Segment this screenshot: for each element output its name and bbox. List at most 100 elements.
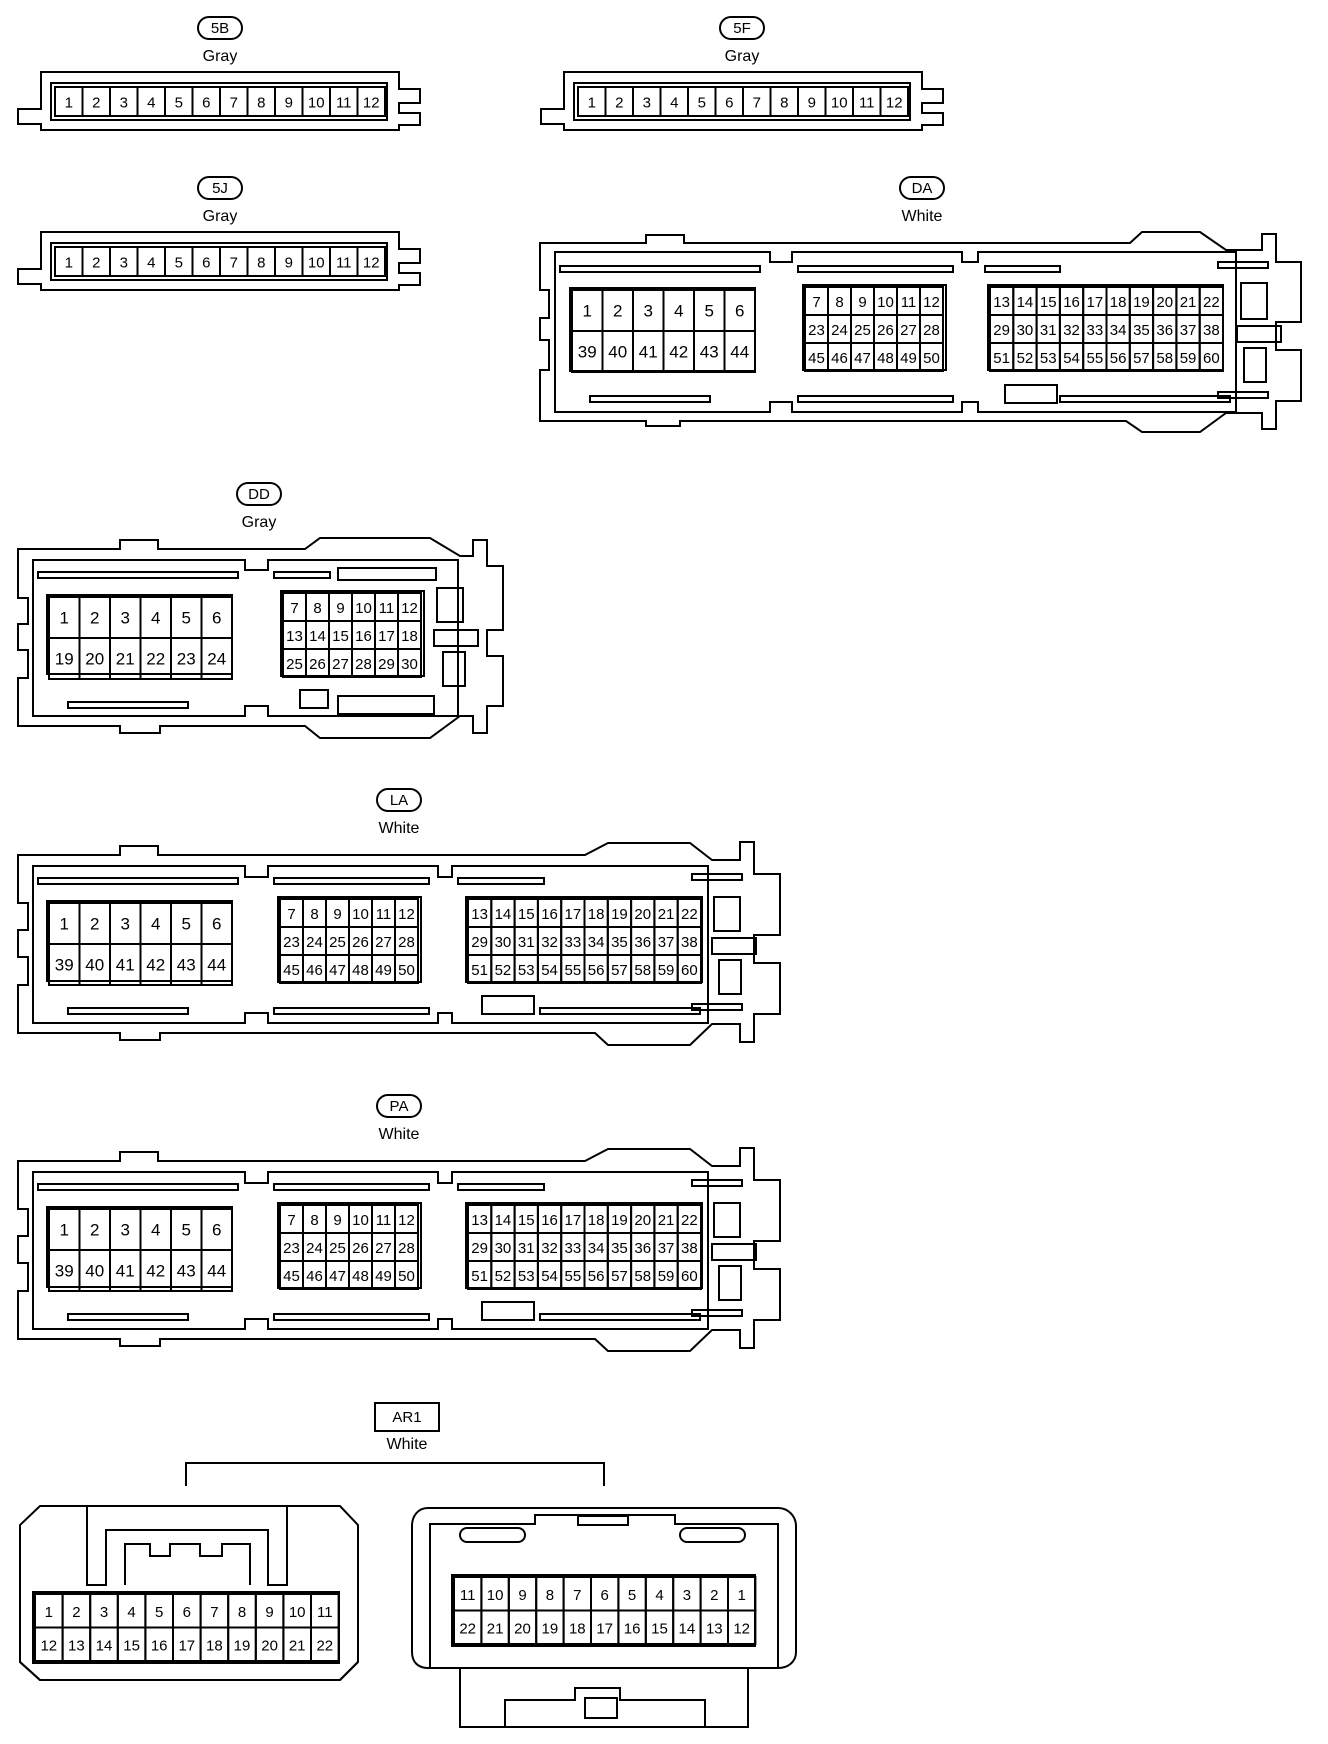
pin-label: 12 bbox=[886, 95, 903, 112]
pin-label: 58 bbox=[634, 962, 651, 979]
pin-label: 12 bbox=[363, 255, 380, 272]
pin-label: 9 bbox=[808, 95, 816, 112]
pin-label: 11 bbox=[859, 95, 875, 112]
pin-label: 26 bbox=[309, 656, 326, 673]
pin-label: 11 bbox=[336, 95, 352, 112]
connector-color-ar1: White bbox=[387, 1436, 428, 1453]
pin-label: 7 bbox=[287, 1212, 295, 1229]
pin-label: 6 bbox=[601, 1587, 609, 1604]
pin-label: 48 bbox=[877, 350, 894, 367]
pin-label: 55 bbox=[565, 1268, 582, 1285]
pin-label: 1 bbox=[60, 609, 69, 628]
latch-ar1-left bbox=[124, 1543, 251, 1585]
pin-label: 3 bbox=[683, 1587, 691, 1604]
pin-label: 28 bbox=[923, 322, 940, 339]
pin-label: 1 bbox=[60, 915, 69, 934]
pin-label: 2 bbox=[90, 915, 99, 934]
pin-label: 5 bbox=[175, 95, 183, 112]
label-pill-pa bbox=[376, 1094, 422, 1118]
pin-label: 32 bbox=[541, 1240, 558, 1257]
pin-label: 56 bbox=[588, 962, 605, 979]
pin-label: 24 bbox=[831, 322, 848, 339]
pin-label: 11 bbox=[336, 255, 352, 272]
pin-label: 4 bbox=[655, 1587, 663, 1604]
pin-label: 7 bbox=[210, 1604, 218, 1621]
pin-label: 15 bbox=[332, 628, 349, 645]
pin-label: 15 bbox=[123, 1637, 140, 1654]
pin-label: 44 bbox=[207, 956, 226, 975]
pin-label: 12 bbox=[363, 95, 380, 112]
pin-cell bbox=[727, 1609, 757, 1645]
pin-label: 1 bbox=[65, 95, 73, 112]
pin-label: 8 bbox=[835, 294, 843, 311]
pin-label: 30 bbox=[495, 1240, 512, 1257]
pin-label: 58 bbox=[634, 1268, 651, 1285]
pin-label: 13 bbox=[706, 1620, 723, 1637]
connector-id-ar1: AR1 bbox=[392, 1409, 421, 1426]
pin-label: 20 bbox=[634, 1212, 651, 1229]
connector-color-5j: Gray bbox=[203, 208, 238, 225]
pin-label: 5 bbox=[182, 1221, 191, 1240]
pin-label: 12 bbox=[401, 600, 418, 617]
pin-label: 25 bbox=[854, 322, 871, 339]
pin-label: 47 bbox=[854, 350, 871, 367]
pin-label: 19 bbox=[611, 1212, 628, 1229]
pin-label: 22 bbox=[1203, 294, 1220, 311]
pin-label: 8 bbox=[313, 600, 321, 617]
pin-label: 53 bbox=[518, 1268, 535, 1285]
pin-area-5b bbox=[50, 82, 388, 121]
connector-body-pa bbox=[17, 1147, 781, 1352]
pin-label: 17 bbox=[565, 906, 582, 923]
pin-label: 1 bbox=[738, 1587, 746, 1604]
latch-slot-ar1-right-1 bbox=[459, 1527, 526, 1543]
pin-label: 11 bbox=[460, 1587, 476, 1604]
pin-label: 4 bbox=[670, 95, 678, 112]
pin-label: 23 bbox=[283, 1240, 300, 1257]
pin-label: 17 bbox=[1087, 294, 1104, 311]
pin-area-5j bbox=[50, 242, 388, 281]
latch-marks-pa bbox=[37, 1179, 757, 1321]
connector-color-la: White bbox=[379, 820, 420, 837]
pin-label: 47 bbox=[329, 962, 346, 979]
pin-label: 1 bbox=[583, 302, 592, 321]
pin-label: 35 bbox=[611, 1240, 628, 1257]
pin-label: 50 bbox=[398, 962, 415, 979]
pin-label: 4 bbox=[147, 255, 155, 272]
connector-body-5f bbox=[540, 71, 944, 131]
pin-label: 5 bbox=[182, 609, 191, 628]
pin-label: 57 bbox=[1133, 350, 1150, 367]
pin-label: 39 bbox=[578, 343, 597, 362]
pin-label: 7 bbox=[290, 600, 298, 617]
pin-cell bbox=[356, 246, 386, 277]
pin-label: 1 bbox=[588, 95, 596, 112]
label-pill-5f bbox=[719, 16, 765, 40]
pin-label: 11 bbox=[901, 294, 917, 311]
pin-label: 2 bbox=[90, 1221, 99, 1240]
pin-label: 3 bbox=[643, 95, 651, 112]
pin-label: 14 bbox=[679, 1620, 696, 1637]
pin-label: 16 bbox=[355, 628, 372, 645]
pin-label: 56 bbox=[588, 1268, 605, 1285]
pin-label: 24 bbox=[207, 650, 226, 669]
pin-label: 43 bbox=[177, 956, 196, 975]
pin-label: 29 bbox=[471, 1240, 488, 1257]
pin-label: 35 bbox=[1133, 322, 1150, 339]
pin-label: 30 bbox=[1017, 322, 1034, 339]
pin-label: 59 bbox=[1180, 350, 1197, 367]
pin-label: 18 bbox=[206, 1637, 223, 1654]
pin-label: 41 bbox=[639, 343, 658, 362]
connector-inner-ar1-right bbox=[429, 1514, 779, 1669]
pin-label: 29 bbox=[993, 322, 1010, 339]
pin-label: 22 bbox=[459, 1620, 476, 1637]
pin-label: 46 bbox=[831, 350, 848, 367]
pin-label: 34 bbox=[588, 934, 605, 951]
pin-label: 10 bbox=[831, 95, 848, 112]
pin-label: 42 bbox=[146, 956, 165, 975]
